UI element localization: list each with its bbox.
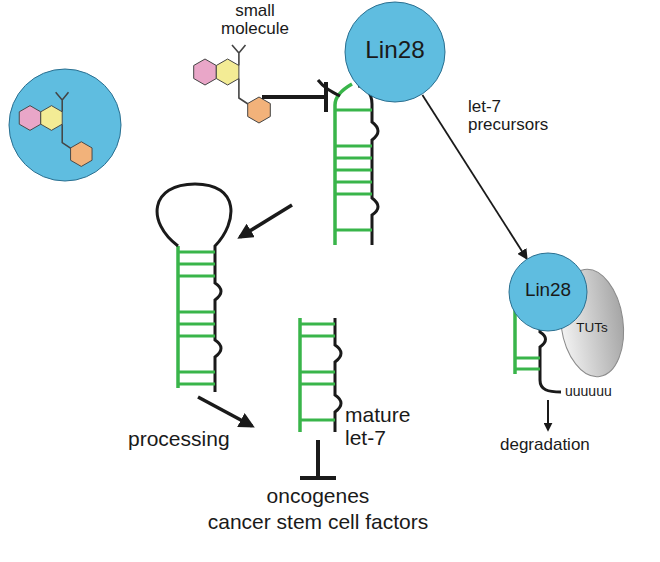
molecule-label: small molecule <box>212 2 298 39</box>
base-pair <box>300 419 335 422</box>
base-pair <box>515 368 540 371</box>
base-pair <box>515 357 540 360</box>
protein-shape <box>509 253 587 331</box>
base-pair <box>178 275 215 278</box>
base-pair <box>335 169 372 172</box>
inhibition-bar <box>262 82 326 112</box>
mature-let7-duplex <box>300 318 341 432</box>
base-pair <box>335 145 372 148</box>
base-pair <box>300 323 335 326</box>
base-pair <box>178 263 215 266</box>
base-pair <box>300 371 335 374</box>
base-pair <box>178 371 215 374</box>
base-pair <box>300 383 335 386</box>
base-pair <box>178 251 215 254</box>
node-text: Lin28 <box>508 280 588 301</box>
processing-arrow <box>198 397 252 426</box>
base-pair <box>335 109 372 112</box>
base-pair <box>178 323 215 326</box>
process-arrow <box>240 205 292 237</box>
outcome-label: degradation <box>500 436 590 454</box>
degradation-arrow <box>547 400 549 430</box>
base-pair <box>178 311 215 314</box>
small-molecule <box>194 45 271 123</box>
bound-small-molecule <box>19 92 92 166</box>
lin28-bound-protein <box>9 69 121 181</box>
base-pair <box>335 193 372 196</box>
free-hairpin <box>157 184 231 392</box>
target-label: cancer stem cell factors <box>148 511 488 534</box>
base-pair <box>335 229 372 232</box>
uridine-tail: uuuuuu <box>565 384 612 399</box>
protein-shape <box>345 2 445 102</box>
pre-let7-hairpin <box>318 80 378 245</box>
step-label: processing <box>128 428 230 451</box>
product-label: mature let-7 <box>345 404 425 449</box>
target-label: oncogenes <box>168 485 468 508</box>
base-pair <box>178 383 215 386</box>
pathway-label: let-7 precursors <box>468 98 558 135</box>
base-pair <box>335 157 372 160</box>
base-pair <box>335 181 372 184</box>
base-pair <box>300 335 335 338</box>
inhibition-bar <box>300 440 336 478</box>
node-text: Lin28 <box>344 37 446 64</box>
lin28-protein: Lin28 <box>344 1 446 103</box>
lin28-protein: Lin28 <box>508 252 588 332</box>
base-pair <box>178 335 215 338</box>
